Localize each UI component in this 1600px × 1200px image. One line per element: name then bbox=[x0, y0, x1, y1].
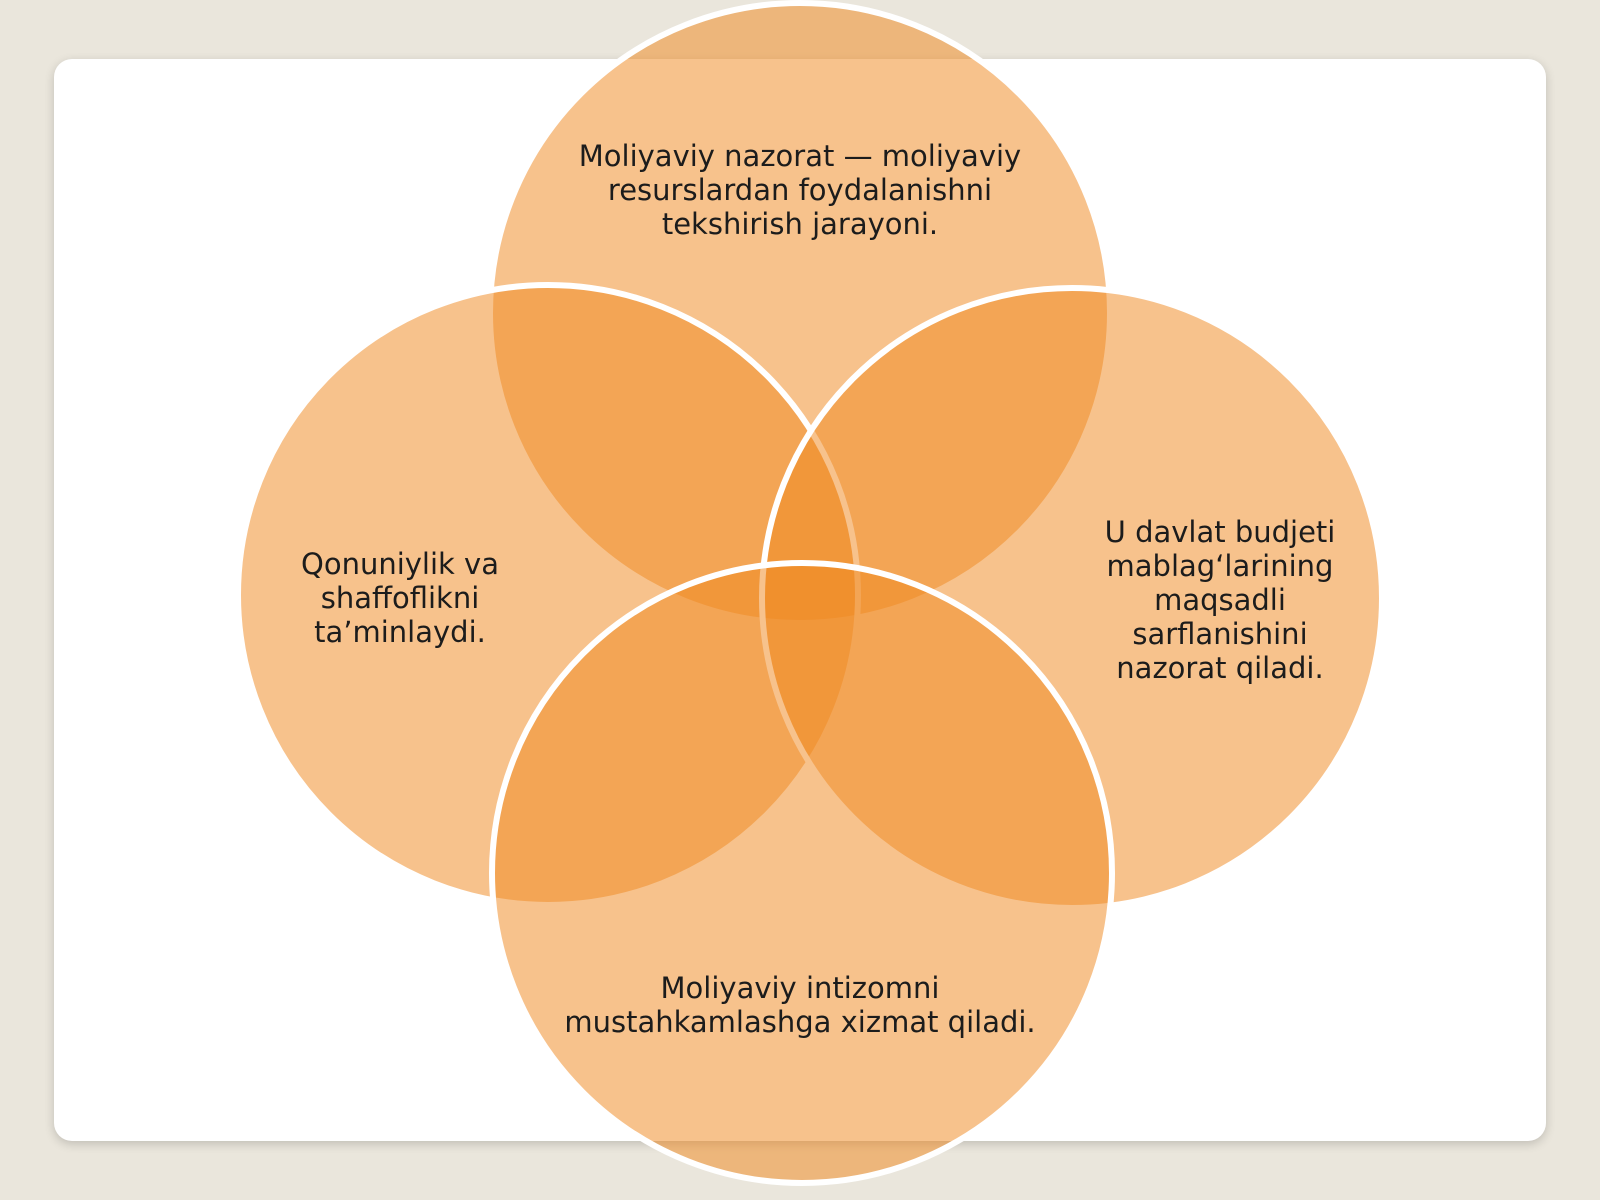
circle-left-label: Qonuniylik va shaffoflikni ta’minlaydi. bbox=[301, 547, 499, 649]
circle-bottom-label: Moliyaviy intizomni mustahkamlashga xizm… bbox=[564, 971, 1036, 1039]
circle-bottom bbox=[489, 560, 1115, 1186]
circle-right-label: U davlat budjeti mablag‘larining maqsadl… bbox=[1104, 515, 1336, 685]
circle-top-label: Moliyaviy nazorat — moliyaviy resurslard… bbox=[578, 139, 1022, 241]
